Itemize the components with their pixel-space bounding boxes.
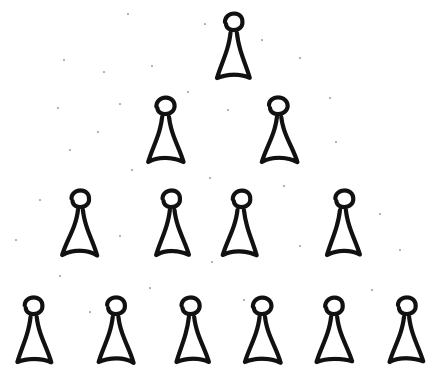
figure-body <box>156 210 189 255</box>
paper-speck <box>379 213 381 215</box>
paper-speck <box>299 245 301 247</box>
figure-body <box>99 317 134 363</box>
person-figure <box>156 191 189 255</box>
person-figure <box>176 298 208 362</box>
paper-speck <box>204 23 206 25</box>
person-figure <box>17 297 51 362</box>
figure-head <box>225 14 242 30</box>
paper-speck <box>211 261 213 263</box>
paper-speck <box>187 91 189 93</box>
figure-head <box>398 297 416 314</box>
figure-body <box>217 33 250 78</box>
paper-speck <box>15 239 17 241</box>
person-figure <box>262 97 298 162</box>
figure-head <box>25 297 43 314</box>
paper-speck <box>89 311 91 313</box>
paper-speck <box>149 287 151 289</box>
figure-layer <box>17 14 423 363</box>
figure-body <box>317 317 353 362</box>
person-figure <box>327 191 360 255</box>
paper-speck <box>371 289 373 291</box>
person-figure <box>217 14 250 78</box>
figure-body <box>148 117 183 162</box>
paper-speck <box>69 149 71 151</box>
paper-speck <box>227 109 229 111</box>
figure-body <box>245 317 281 363</box>
paper-speck <box>261 39 263 41</box>
figure-head <box>253 298 272 314</box>
paper-speck <box>63 59 65 61</box>
person-figure <box>245 298 281 363</box>
figure-body <box>262 117 298 162</box>
paper-speck <box>243 299 245 301</box>
person-figure <box>223 191 257 256</box>
figure-head <box>107 297 125 314</box>
paper-speck <box>329 97 331 99</box>
paper-speck <box>335 141 337 143</box>
paper-speck <box>103 71 105 73</box>
figure-body <box>62 210 97 256</box>
paper-speck <box>151 65 153 67</box>
paper-speck <box>59 275 61 277</box>
paper-speck <box>299 57 301 59</box>
figure-body <box>327 210 360 255</box>
paper-speck <box>131 169 133 171</box>
paper-speck <box>119 103 121 105</box>
figure-head <box>335 191 353 208</box>
paper-speck <box>283 185 285 187</box>
paper-speck <box>209 177 211 179</box>
person-figure <box>99 297 134 362</box>
person-figure <box>148 98 183 162</box>
figure-body <box>223 210 257 255</box>
figure-head <box>72 191 90 208</box>
paper-speck <box>127 13 129 15</box>
paper-speck <box>399 249 401 251</box>
figure-head <box>156 98 174 114</box>
paper-speck <box>119 235 121 237</box>
paper-speck <box>97 131 99 133</box>
figure-head <box>182 298 200 315</box>
figure-head <box>233 191 250 207</box>
person-figure <box>62 191 97 256</box>
figure-head <box>163 191 180 208</box>
figure-head <box>325 298 343 314</box>
figure-body <box>17 317 51 362</box>
paper-speck <box>39 199 41 201</box>
paper-speck <box>57 107 59 109</box>
person-figure <box>317 298 353 362</box>
figure-body <box>390 317 424 362</box>
figure-head <box>269 97 288 114</box>
figure-body <box>176 317 208 362</box>
paper-specks <box>15 13 401 313</box>
person-figure <box>390 297 424 362</box>
